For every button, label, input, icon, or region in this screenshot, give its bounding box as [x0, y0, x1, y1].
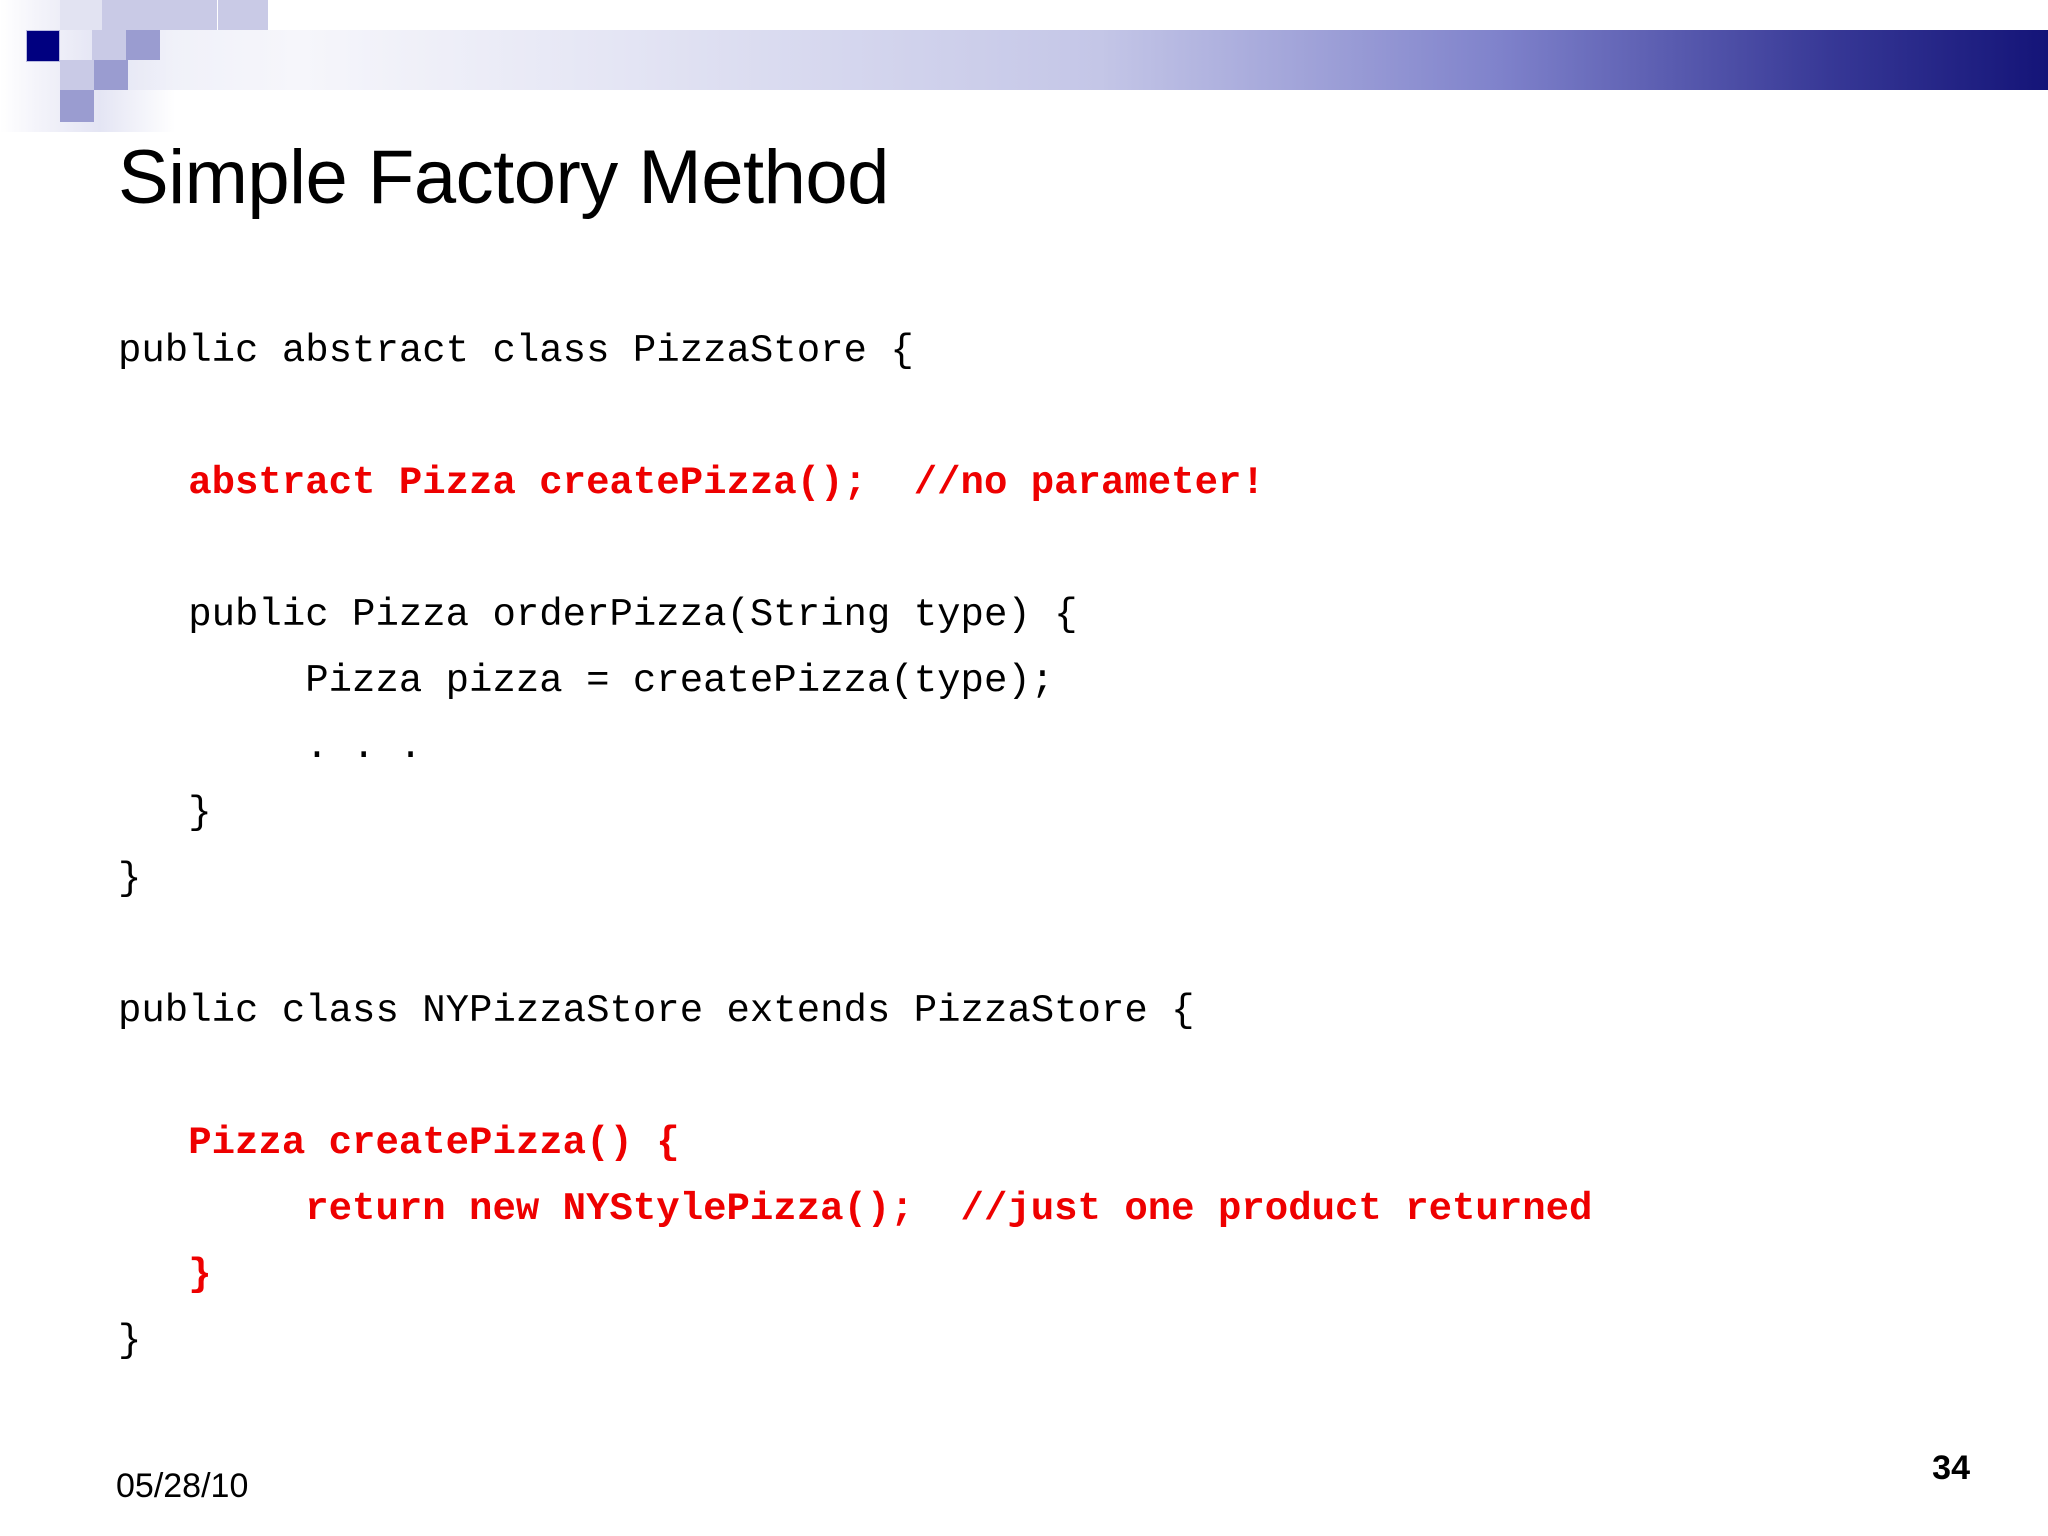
decoration-square-light-2 [60, 60, 94, 90]
code-line: } [118, 1253, 212, 1297]
code-line: . . . [118, 725, 423, 769]
code-line: Pizza pizza = createPizza(type); [118, 659, 1055, 703]
code-line [118, 516, 1978, 582]
code-line: } [118, 791, 212, 835]
page-title: Simple Factory Method [118, 135, 889, 220]
decoration-square-mid-1 [126, 30, 160, 60]
code-block: public abstract class PizzaStore { abstr… [118, 318, 1978, 1374]
code-line: return new NYStylePizza(); //just one pr… [118, 1187, 1593, 1231]
decoration-square-mid-2 [94, 60, 128, 90]
code-line [118, 912, 1978, 978]
code-line: public Pizza orderPizza(String type) { [118, 593, 1078, 637]
code-line [118, 384, 1978, 450]
header-decoration [0, 0, 2048, 132]
decoration-square-light-0 [102, 0, 162, 30]
code-line: public abstract class PizzaStore { [118, 329, 914, 373]
decoration-square-mid-3 [60, 90, 94, 122]
banner-gradient-bar [0, 30, 2048, 90]
code-line [118, 1044, 1978, 1110]
decoration-square-light-0c [218, 0, 268, 30]
code-line: abstract Pizza createPizza(); //no param… [118, 461, 1265, 505]
code-line: } [118, 1319, 142, 1363]
decoration-square-pale-1 [60, 0, 102, 30]
footer-date: 05/28/10 [116, 1467, 249, 1505]
code-line: public class NYPizzaStore extends PizzaS… [118, 989, 1195, 1033]
decoration-square-light-1 [92, 30, 126, 60]
code-line: Pizza createPizza() { [118, 1121, 680, 1165]
footer-page-number: 34 [1932, 1449, 1970, 1487]
decoration-square-dark [26, 30, 60, 62]
code-line: } [118, 857, 142, 901]
decoration-square-light-0b [162, 0, 217, 30]
